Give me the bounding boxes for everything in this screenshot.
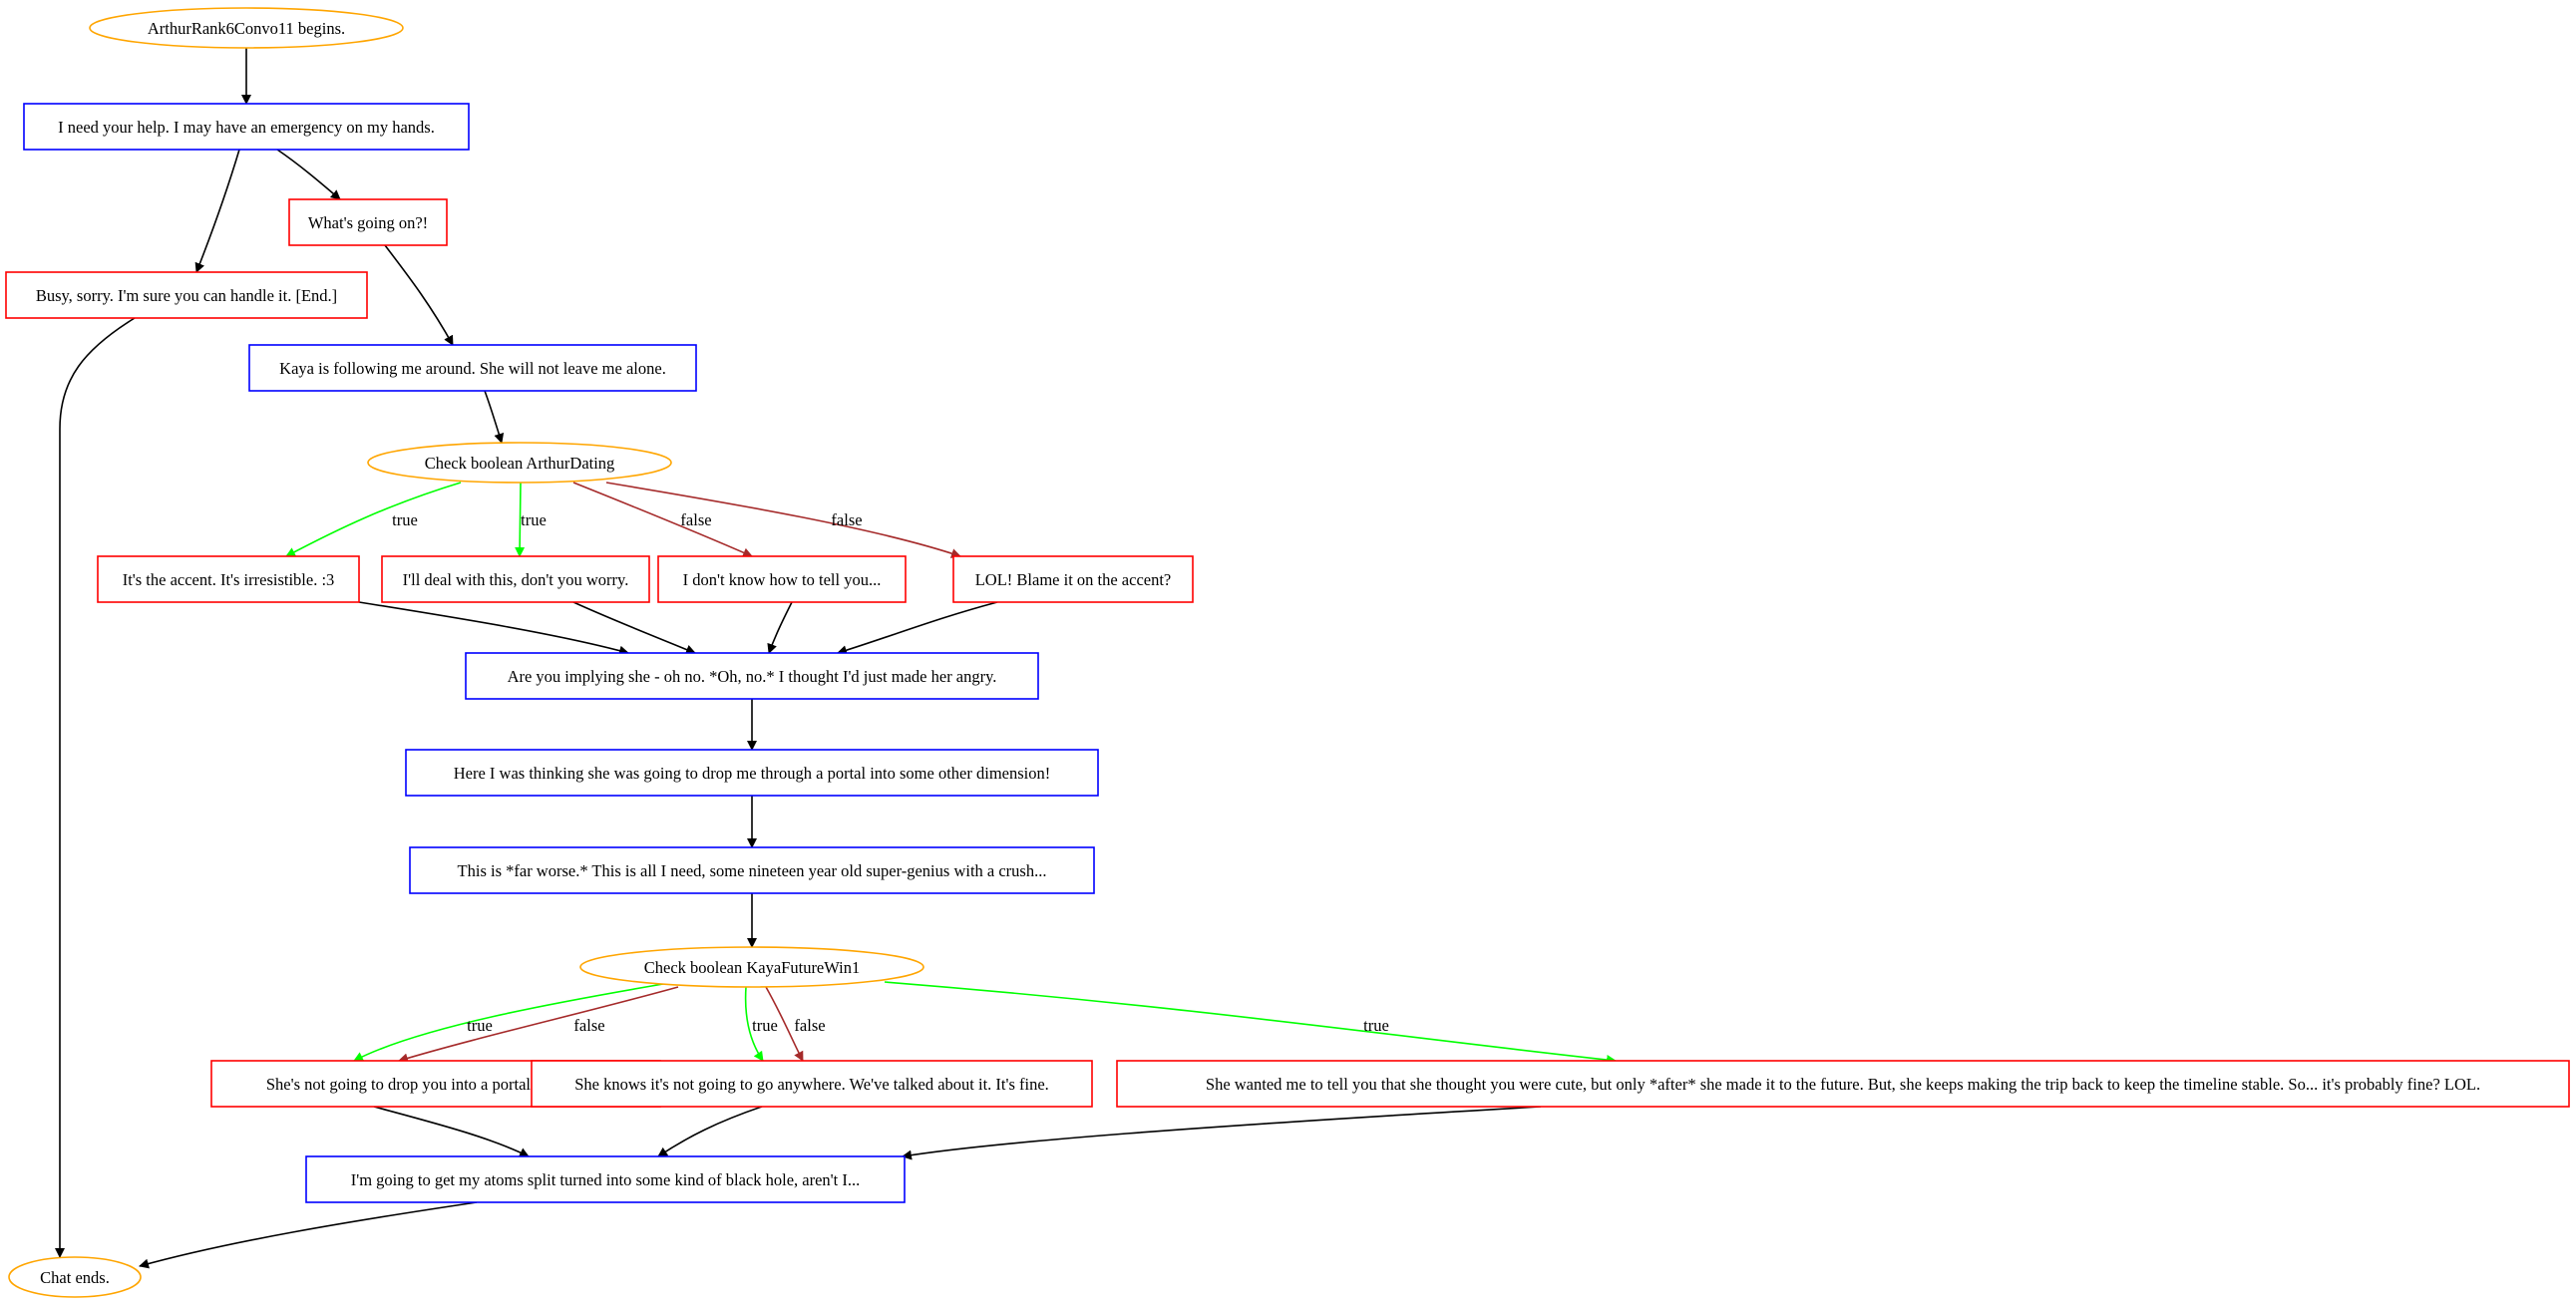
- npc-line-box: [409, 846, 1095, 894]
- edge-label-true: true: [521, 510, 547, 529]
- node-text: She's not going to drop you into a porta…: [266, 1075, 605, 1094]
- edge-check2-to-notdrop-false: [398, 986, 679, 1064]
- edge-help-to-whats: [276, 149, 341, 200]
- nodes-layer: ArthurRank6Convo11 begins. I need your he…: [5, 7, 2570, 1298]
- edge-help-to-busy: [194, 149, 240, 273]
- node-deal: I'll deal with this, don't you worry.: [381, 555, 650, 603]
- edge-label-false: false: [794, 1016, 825, 1035]
- node-check2: Check boolean KayaFutureWin1: [579, 946, 924, 988]
- edge-check1-to-lol-false: [605, 482, 961, 558]
- node-text: Check boolean KayaFutureWin1: [644, 958, 861, 977]
- node-accent: It's the accent. It's irresistible. :3: [97, 555, 360, 603]
- edge-check2-to-notdrop-true: [353, 983, 664, 1062]
- npc-line-box: [23, 103, 470, 151]
- node-text: I'm going to get my atoms split turned i…: [351, 1170, 861, 1189]
- edge-busy-to-end: [55, 317, 136, 1258]
- edge-lol-to-implying: [837, 601, 998, 656]
- node-busy: Busy, sorry. I'm sure you can handle it.…: [5, 271, 368, 319]
- node-text: LOL! Blame it on the accent?: [975, 570, 1172, 589]
- node-text: Chat ends.: [40, 1268, 110, 1287]
- player-choice-box: [288, 198, 448, 246]
- edges-layer: [55, 48, 1617, 1269]
- node-text: ArthurRank6Convo11 begins.: [148, 19, 345, 38]
- node-text: It's the accent. It's irresistible. :3: [123, 570, 335, 589]
- player-choice-box: [531, 1060, 1093, 1108]
- edge-label-false: false: [831, 510, 862, 529]
- node-wanted: She wanted me to tell you that she thoug…: [1116, 1060, 2570, 1108]
- player-choice-box: [381, 555, 650, 603]
- node-text: What's going on?!: [308, 213, 428, 232]
- npc-line-box: [248, 344, 697, 392]
- node-end: Chat ends.: [8, 1256, 142, 1298]
- node-ellipse-shape: [8, 1256, 142, 1298]
- node-text: Here I was thinking she was going to dro…: [454, 764, 1050, 783]
- edge-check2-to-wanted-true: [884, 981, 1617, 1065]
- node-check1: Check boolean ArthurDating: [367, 442, 672, 484]
- edge-check1-to-accent-true: [285, 482, 462, 557]
- player-choice-box: [952, 555, 1194, 603]
- edge-check1-to-deal-true: [515, 482, 526, 557]
- node-start: ArthurRank6Convo11 begins.: [89, 7, 404, 49]
- node-text: I don't know how to tell you...: [683, 570, 882, 589]
- node-worse: This is *far worse.* This is all I need,…: [409, 846, 1095, 894]
- edge-label-false: false: [680, 510, 711, 529]
- node-text: I'll deal with this, don't you worry.: [403, 570, 629, 589]
- edge-accent-to-implying: [358, 601, 629, 656]
- edge-whats-to-kaya: [384, 244, 454, 346]
- npc-line-box: [405, 749, 1099, 797]
- node-text: I need your help. I may have an emergenc…: [58, 118, 435, 137]
- node-ellipse-shape: [579, 946, 924, 988]
- edge-wanted-to-atoms: [902, 1106, 1542, 1160]
- npc-line-box: [305, 1155, 906, 1203]
- edge-label-true: true: [392, 510, 418, 529]
- edge-label-true: true: [1363, 1016, 1389, 1035]
- node-dontknow: I don't know how to tell you...: [657, 555, 907, 603]
- node-ellipse-shape: [89, 7, 404, 49]
- edge-check2-to-knows-false: [765, 986, 804, 1062]
- node-kaya: Kaya is following me around. She will no…: [248, 344, 697, 392]
- node-ellipse-shape: [367, 442, 672, 484]
- edge-check2-to-knows-true: [744, 986, 764, 1062]
- npc-line-box: [465, 652, 1039, 700]
- edge-label-false: false: [573, 1016, 604, 1035]
- node-text: She knows it's not going to go anywhere.…: [574, 1075, 1049, 1094]
- edge-check1-to-dontknow-false: [572, 482, 753, 557]
- node-portal: Here I was thinking she was going to dro…: [405, 749, 1099, 797]
- player-choice-box: [657, 555, 907, 603]
- node-text: She wanted me to tell you that she thoug…: [1206, 1075, 2480, 1094]
- edge-labels-layer: true true false false true false true false true: [392, 510, 1389, 1035]
- player-choice-box: [97, 555, 360, 603]
- player-choice-box: [5, 271, 368, 319]
- node-help: I need your help. I may have an emergenc…: [23, 103, 470, 151]
- edge-notdrop-to-atoms: [373, 1106, 530, 1157]
- player-choice-box: [1116, 1060, 2570, 1108]
- node-knows: She knows it's not going to go anywhere.…: [531, 1060, 1093, 1108]
- node-text: Check boolean ArthurDating: [425, 454, 615, 473]
- edge-deal-to-implying: [572, 601, 696, 655]
- node-text: Kaya is following me around. She will no…: [279, 359, 666, 378]
- node-lol: LOL! Blame it on the accent?: [952, 555, 1194, 603]
- edge-label-true: true: [467, 1016, 493, 1035]
- edge-knows-to-atoms: [657, 1106, 763, 1157]
- node-text: Are you implying she - oh no. *Oh, no.* …: [508, 667, 997, 686]
- node-implying: Are you implying she - oh no. *Oh, no.* …: [465, 652, 1039, 700]
- edge-kaya-to-check1: [484, 390, 505, 444]
- edge-atoms-to-end: [139, 1201, 478, 1269]
- node-atoms: I'm going to get my atoms split turned i…: [305, 1155, 906, 1203]
- node-whats: What's going on?!: [288, 198, 448, 246]
- edge-dontknow-to-implying: [767, 601, 793, 654]
- node-text: Busy, sorry. I'm sure you can handle it.…: [36, 286, 337, 305]
- edge-label-true: true: [752, 1016, 778, 1035]
- node-text: This is *far worse.* This is all I need,…: [458, 861, 1047, 880]
